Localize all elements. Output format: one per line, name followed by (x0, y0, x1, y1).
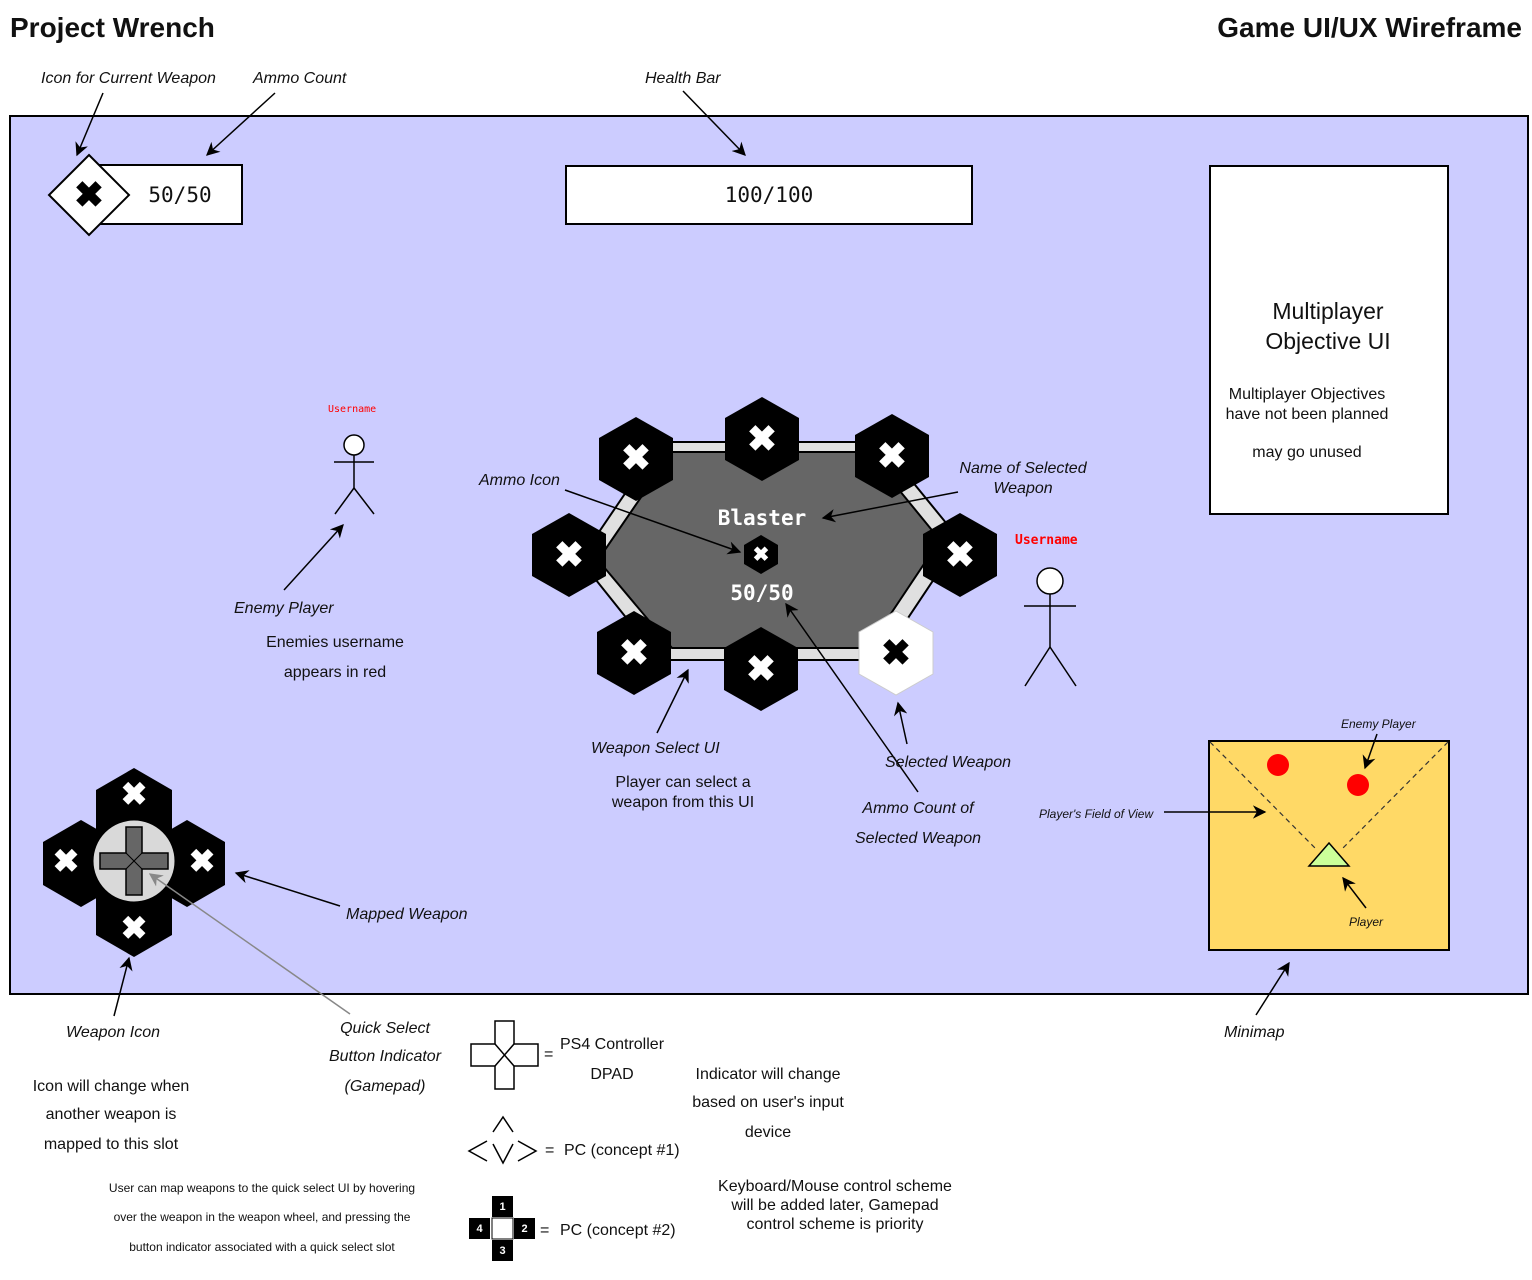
map-note-3: button indicator associated with a quick… (129, 1240, 395, 1254)
annotation-arrows (75, 90, 1378, 1017)
label-weapon-select-ui: Weapon Select UI (591, 740, 720, 757)
legend-pc2-icon (469, 1196, 535, 1261)
map-note-1: User can map weapons to the quick select… (108, 1181, 416, 1195)
label-quick-select-2: Button Indicator (328, 1048, 442, 1065)
label-ammo-count-selected-1: Ammo Count of (862, 800, 974, 817)
weapon-slot-selected (858, 610, 934, 696)
weapon-x-icon[interactable]: ✖ (944, 534, 976, 575)
minimap-player (1307, 841, 1351, 867)
label-quick-select-3: (Gamepad) (344, 1078, 426, 1095)
legend-key-2: 2 (521, 1222, 528, 1235)
indicator-note-3: device (744, 1124, 792, 1141)
enemy-username-small: Username (328, 404, 377, 415)
label-minimap-enemy: Enemy Player (1341, 717, 1416, 731)
selected-weapon-x-icon[interactable]: ✖ (880, 632, 912, 673)
enemies-note-1: Enemies username (266, 634, 404, 651)
ammo-icon-hex (744, 535, 778, 574)
enemy-player-figure (334, 434, 375, 515)
minimap (1208, 740, 1450, 951)
weapon-slot-1 (599, 417, 673, 501)
weapon-x-icon[interactable]: ✖ (876, 435, 908, 476)
map-note-2: over the weapon in the weapon wheel, and… (113, 1210, 411, 1224)
weapon-x-icon[interactable]: ✖ (745, 648, 777, 689)
weapon-slot-hexes (532, 397, 997, 711)
label-name-selected-2: Weapon (993, 480, 1053, 497)
quick-slot-x-icon[interactable]: ✖ (52, 843, 80, 879)
label-minimap-fov: Player's Field of View (1039, 807, 1154, 821)
weapon-select-note-1: Player can select a (615, 774, 751, 791)
legend-equals-1: = (544, 1046, 554, 1063)
current-weapon-diamond (47, 153, 131, 237)
legend-equals-3: = (540, 1222, 550, 1239)
quick-select-hexes (43, 768, 225, 957)
keyboard-note-3: control scheme is priority (746, 1216, 924, 1233)
enemy-username-large: Username (1015, 533, 1078, 548)
selected-weapon-ammo: 50/50 (730, 581, 794, 605)
objective-note-1: Multiplayer Objectives (1228, 386, 1386, 403)
objective-note-2: have not been planned (1225, 406, 1389, 423)
label-ammo-count-selected-2: Selected Weapon (854, 830, 981, 847)
label-weapon-icon: Weapon Icon (66, 1024, 160, 1041)
current-weapon-x-icon: ✖ (73, 174, 105, 215)
weapon-slot-5 (923, 513, 997, 597)
enemy-player-figure-large (1024, 567, 1077, 687)
weapon-slot-3 (855, 414, 929, 498)
indicator-note-2: based on user's input (692, 1094, 844, 1111)
enemies-note-2: appears in red (283, 664, 387, 681)
minimap-enemy-2 (1347, 774, 1369, 796)
objective-title: Multiplayer Objective UI (1265, 298, 1391, 354)
label-name-selected-1: Name of Selected (959, 460, 1087, 477)
weapon-icon-note-1: Icon will change when (32, 1078, 190, 1095)
quick-select-arrow (148, 873, 351, 1015)
objective-note-3: may go unused (1252, 444, 1362, 461)
legend-key-3: 3 (499, 1244, 506, 1257)
legend-ps4-dpad-icon (470, 1020, 539, 1090)
weapon-x-icon[interactable]: ✖ (553, 534, 585, 575)
weapon-slot-4 (532, 513, 606, 597)
weapon-x-icon[interactable]: ✖ (746, 418, 778, 459)
label-enemy-player: Enemy Player (234, 600, 334, 617)
legend-equals-2: = (545, 1142, 555, 1159)
label-ammo-count: Ammo Count (253, 70, 347, 87)
legend-ps4-1: PS4 Controller (559, 1036, 665, 1053)
indicator-note-1: Indicator will change (695, 1066, 841, 1083)
weapon-x-icon[interactable]: ✖ (618, 632, 650, 673)
label-minimap: Minimap (1224, 1024, 1285, 1041)
wireframe-title: Game UI/UX Wireframe (1217, 12, 1522, 43)
legend-pc1: PC (concept #1) (564, 1142, 680, 1159)
weapon-slot-7 (724, 627, 798, 711)
quick-slot-x-icon[interactable]: ✖ (120, 910, 148, 946)
weapon-select-note-2: weapon from this UI (611, 794, 755, 811)
label-health-bar: Health Bar (645, 70, 721, 87)
label-quick-select-1: Quick Select (340, 1020, 430, 1037)
label-ammo-icon: Ammo Icon (479, 472, 560, 489)
ammo-count-value: 50/50 (148, 182, 212, 207)
weapon-slot-2 (725, 397, 799, 481)
label-icon-current-weapon: Icon for Current Weapon (41, 70, 216, 87)
weapon-icon-note-3: mapped to this slot (43, 1136, 179, 1153)
ammo-x-icon: ✖ (752, 543, 770, 566)
legend-pc2: PC (concept #2) (560, 1222, 676, 1239)
minimap-enemy-1 (1267, 754, 1289, 776)
legend-ps4-2: DPAD (590, 1066, 634, 1083)
health-bar: 100/100 (565, 165, 973, 225)
label-selected-weapon: Selected Weapon (885, 754, 1012, 771)
legend-key-4: 4 (476, 1222, 483, 1235)
weapon-x-icon[interactable]: ✖ (620, 437, 652, 478)
objective-panel (1209, 165, 1449, 515)
legend-pc1-icon (467, 1115, 538, 1165)
quick-slot-x-icon[interactable]: ✖ (188, 843, 216, 879)
keyboard-note-2: will be added later, Gamepad (731, 1197, 939, 1214)
keyboard-note-1: Keyboard/Mouse control scheme (718, 1178, 952, 1195)
weapon-icon-note-2: another weapon is (45, 1106, 177, 1123)
selected-weapon-name: Blaster (717, 506, 807, 530)
weapon-slot-6 (597, 611, 671, 695)
label-minimap-player: Player (1349, 915, 1384, 929)
label-mapped-weapon: Mapped Weapon (346, 906, 468, 923)
project-title: Project Wrench (10, 12, 215, 43)
legend-key-1: 1 (499, 1200, 506, 1213)
quick-slot-x-icon[interactable]: ✖ (120, 776, 148, 812)
